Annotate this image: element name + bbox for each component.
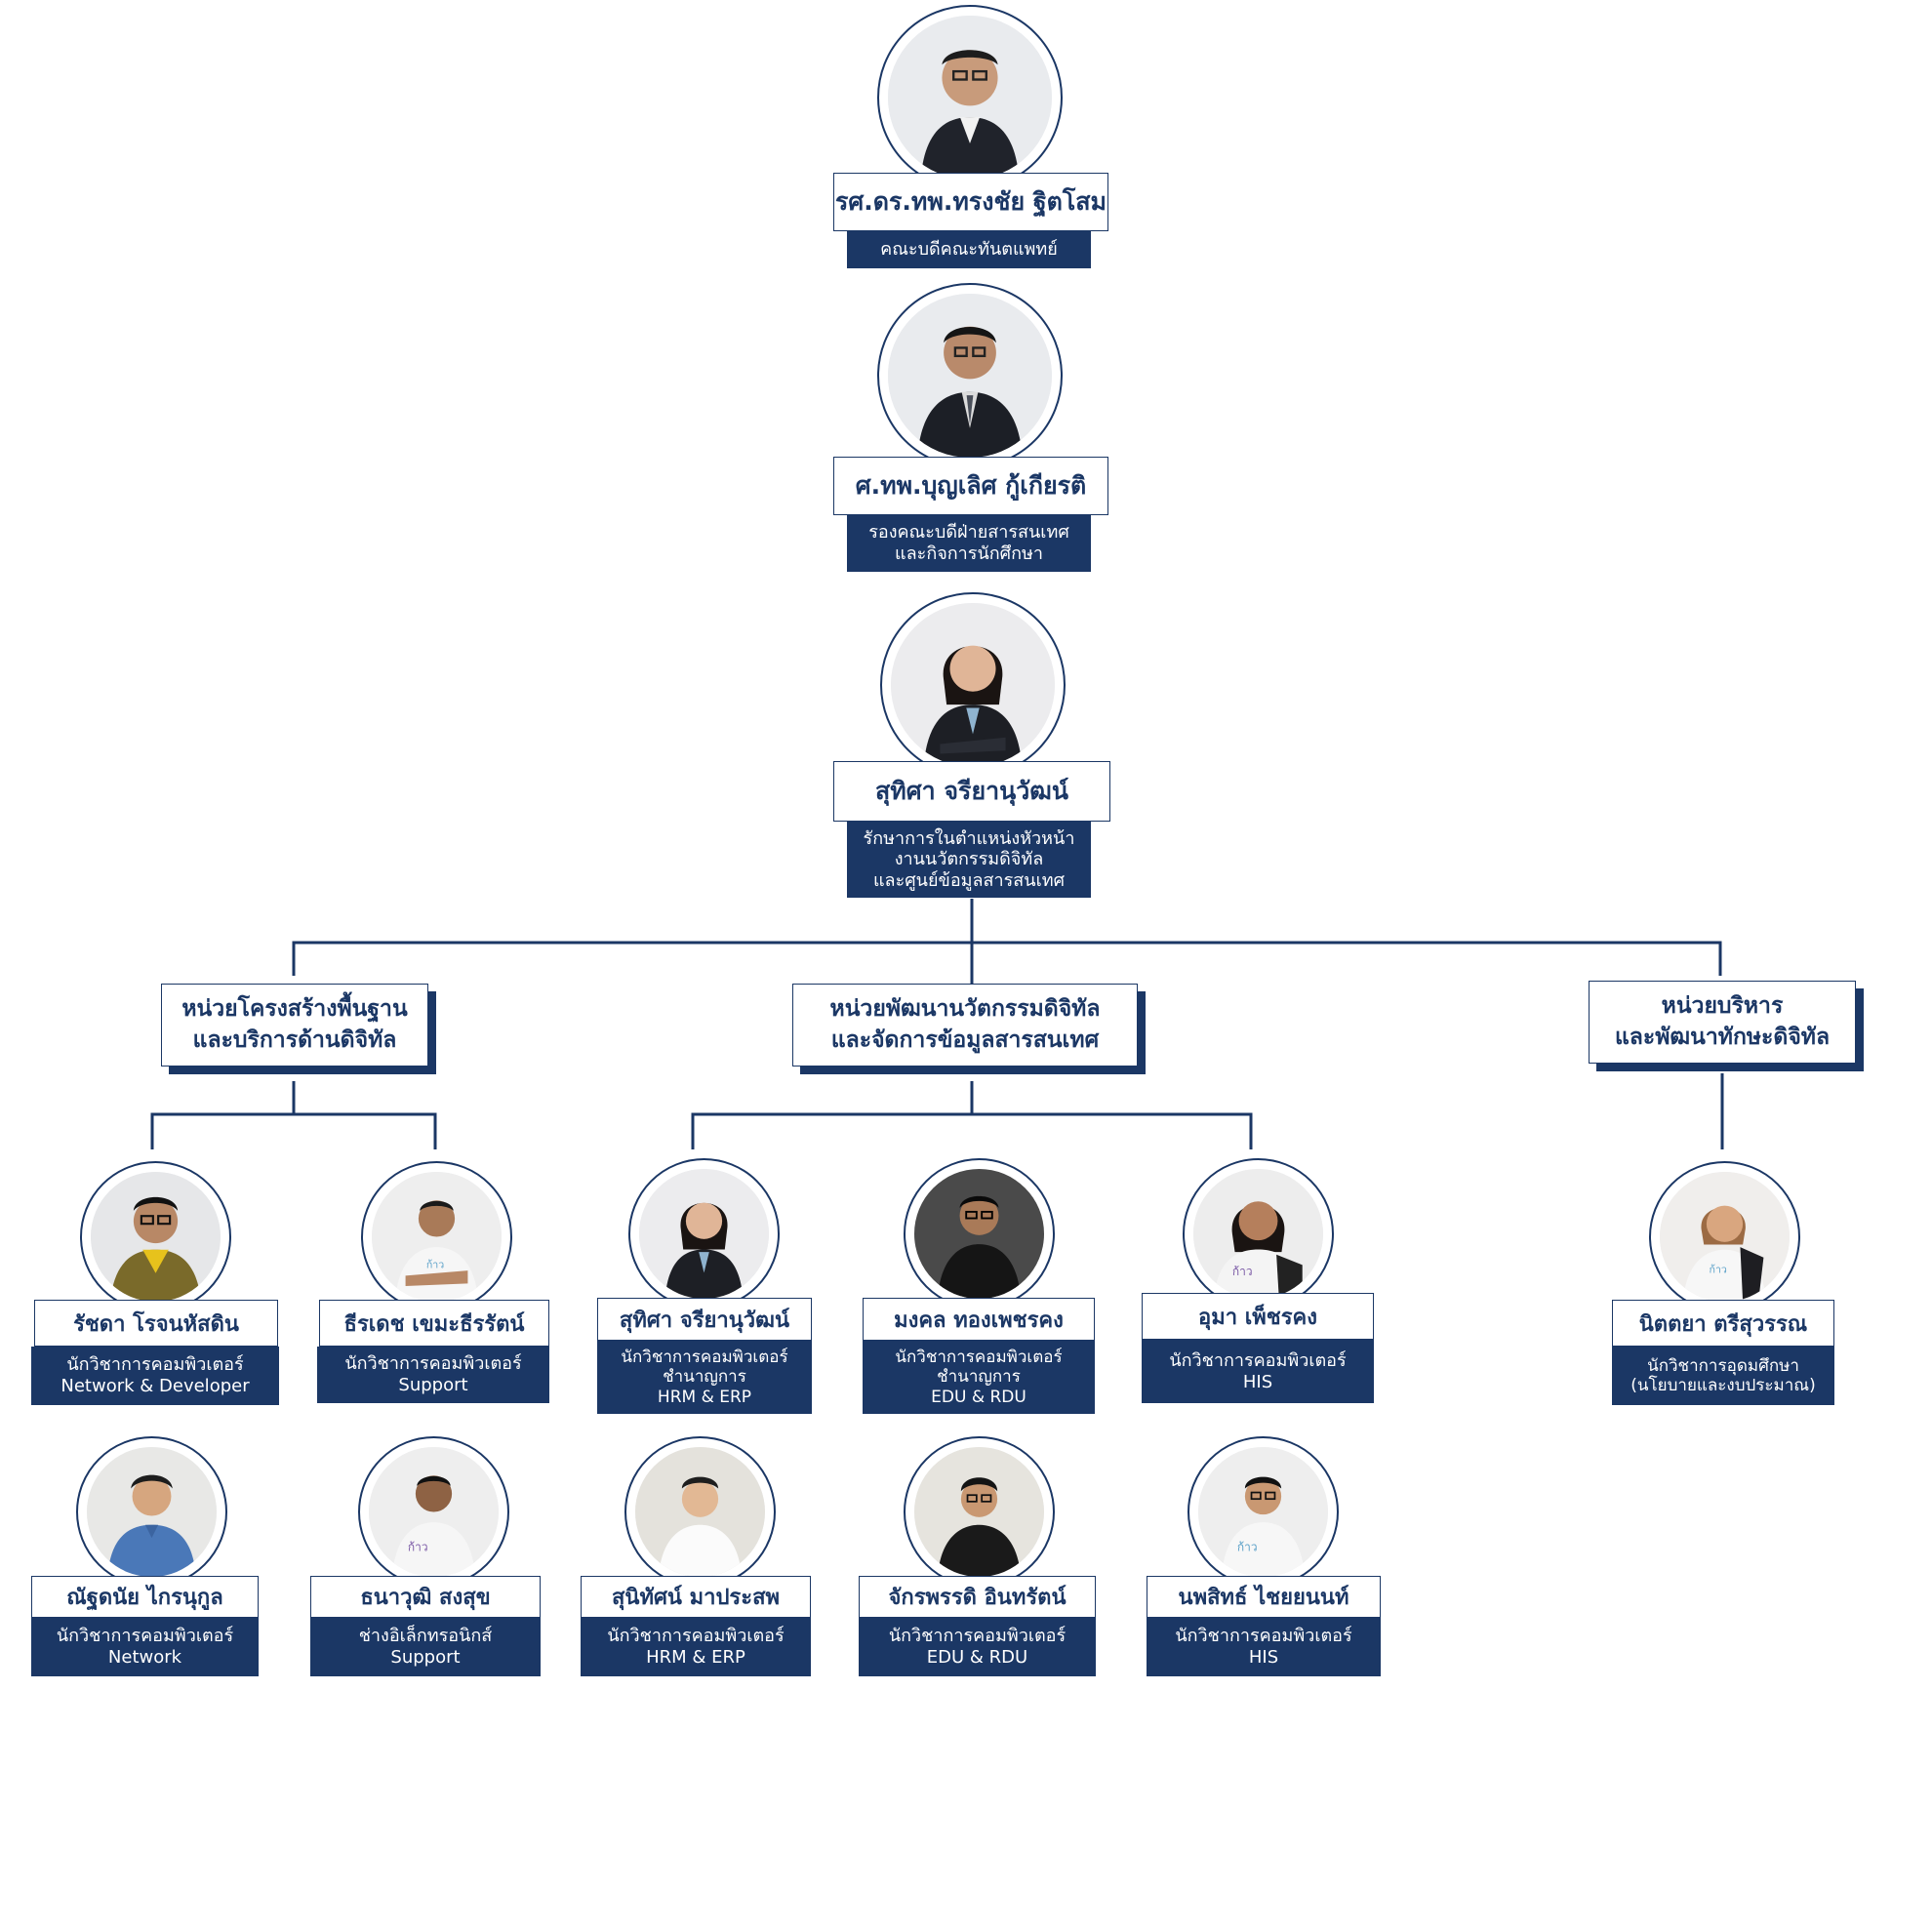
person-photo-icon: ก้าว: [1198, 1447, 1328, 1577]
staff-card: มงคล ทองเพชรคง นักวิชาการคอมพิวเตอร์ชำนา…: [863, 1156, 1097, 1418]
staff-card: จักรพรรดิ อินทรัตน์ นักวิชาการคอมพิวเตอร…: [859, 1434, 1098, 1688]
leader-dean: รศ.ดร.ทพ.ทรงชัย ฐิตโสม คณะบดีคณะทันตแพทย…: [829, 0, 1112, 273]
leader-head: สุทิศา จรียานุวัฒน์ รักษาการในตำแหน่งหัว…: [829, 590, 1112, 898]
person-photo-icon: [888, 294, 1052, 458]
unit-title-line: หน่วยโครงสร้างพื้นฐาน: [181, 996, 408, 1023]
leader-role: รองคณะบดีฝ่ายสารสนเทศและกิจการนักศึกษา: [847, 515, 1091, 572]
staff-role: นักวิชาการอุดมศึกษา(นโยบายและงบประมาณ): [1612, 1347, 1834, 1405]
unit-infrastructure: หน่วยโครงสร้างพื้นฐาน และบริการด้านดิจิท…: [161, 984, 439, 1076]
unit-title-line: หน่วยบริหาร: [1661, 993, 1784, 1020]
person-photo: [877, 283, 1063, 468]
person-photo-icon: ก้าว: [369, 1447, 499, 1577]
staff-name: จักรพรรดิ อินทรัตน์: [859, 1576, 1096, 1618]
leader-vice-dean: ศ.ทพ.บุญเลิศ กู้เกียรติ รองคณะบดีฝ่ายสาร…: [829, 281, 1112, 574]
unit-title-line: และบริการด้านดิจิทัล: [192, 1026, 397, 1053]
staff-card: ก้าว อุมา เพ็ชรคง นักวิชาการคอมพิวเตอร์H…: [1142, 1156, 1376, 1418]
staff-role: ช่างอิเล็กทรอนิกส์Support: [310, 1618, 541, 1676]
staff-role: นักวิชาการคอมพิวเตอร์HIS: [1142, 1340, 1374, 1403]
staff-role: นักวิชาการคอมพิวเตอร์Network & Developer: [31, 1347, 279, 1405]
svg-text:ก้าว: ก้าว: [426, 1258, 444, 1270]
staff-role: นักวิชาการคอมพิวเตอร์HIS: [1147, 1618, 1381, 1676]
leader-name: สุทิศา จรียานุวัฒน์: [833, 761, 1110, 822]
leader-role: รักษาการในตำแหน่งหัวหน้างานนวัตกรรมดิจิท…: [847, 822, 1091, 898]
staff-card: ก้าว ธนาวุฒิ สงสุข ช่างอิเล็กทรอนิกส์Sup…: [310, 1434, 544, 1688]
person-photo: [904, 1158, 1055, 1309]
person-photo-icon: [914, 1169, 1044, 1299]
unit-digital-skills: หน่วยบริหาร และพัฒนาทักษะดิจิทัล: [1589, 981, 1867, 1073]
staff-card: ก้าว นิตตยา ตรีสุวรรณ นักวิชาการอุดมศึกษ…: [1612, 1159, 1836, 1415]
unit-innovation: หน่วยพัฒนานวัตกรรมดิจิทัล และจัดการข้อมู…: [792, 984, 1148, 1076]
svg-text:ก้าว: ก้าว: [1237, 1540, 1258, 1553]
person-photo: [880, 592, 1066, 778]
person-photo-icon: [914, 1447, 1044, 1577]
person-photo-icon: [891, 603, 1055, 767]
unit-title-line: และพัฒนาทักษะดิจิทัล: [1614, 1024, 1831, 1050]
person-photo: [80, 1161, 231, 1312]
staff-name: ธนาวุฒิ สงสุข: [310, 1576, 541, 1618]
person-photo-icon: ก้าว: [1193, 1169, 1323, 1299]
svg-text:ก้าว: ก้าว: [408, 1540, 428, 1553]
staff-name: สุทิศา จรียานุวัฒน์: [597, 1298, 812, 1341]
person-photo: [76, 1436, 227, 1588]
person-photo-icon: [87, 1447, 217, 1577]
staff-role: นักวิชาการคอมพิวเตอร์Network: [31, 1618, 259, 1676]
svg-text:ก้าว: ก้าว: [1232, 1265, 1253, 1278]
person-photo-icon: ก้าว: [1660, 1172, 1790, 1302]
staff-card: ก้าว นพสิทธ์ ไชยยนนท์ นักวิชาการคอมพิวเต…: [1147, 1434, 1386, 1688]
unit-title-line: และจัดการข้อมูลสารสนเทศ: [830, 1026, 1100, 1053]
staff-name: อุมา เพ็ชรคง: [1142, 1293, 1374, 1340]
person-photo: ก้าว: [1187, 1436, 1339, 1588]
person-photo: ก้าว: [361, 1161, 512, 1312]
staff-name: มงคล ทองเพชรคง: [863, 1298, 1095, 1341]
staff-role: นักวิชาการคอมพิวเตอร์EDU & RDU: [859, 1618, 1096, 1676]
staff-card: สุนิทัศน์ มาประสพ นักวิชาการคอมพิวเตอร์H…: [581, 1434, 815, 1688]
staff-card: สุทิศา จรียานุวัฒน์ นักวิชาการคอมพิวเตอร…: [597, 1156, 814, 1418]
staff-name: ณัฐดนัย ไกรนุกูล: [31, 1576, 259, 1618]
staff-card: รัชดา โรจนหัสดิน นักวิชาการคอมพิวเตอร์Ne…: [31, 1159, 280, 1413]
person-photo: ก้าว: [358, 1436, 509, 1588]
person-photo-icon: [888, 16, 1052, 180]
person-photo: [624, 1436, 776, 1588]
person-photo-icon: [635, 1447, 765, 1577]
staff-role: นักวิชาการคอมพิวเตอร์HRM & ERP: [581, 1618, 811, 1676]
person-photo: ก้าว: [1649, 1161, 1800, 1312]
person-photo: [877, 5, 1063, 190]
staff-name: สุนิทัศน์ มาประสพ: [581, 1576, 811, 1618]
person-photo-icon: [639, 1169, 769, 1299]
leader-role: คณะบดีคณะทันตแพทย์: [847, 231, 1091, 268]
staff-name: รัชดา โรจนหัสดิน: [34, 1300, 278, 1347]
unit-title-line: หน่วยพัฒนานวัตกรรมดิจิทัล: [829, 996, 1101, 1023]
staff-card: ณัฐดนัย ไกรนุกูล นักวิชาการคอมพิวเตอร์Ne…: [31, 1434, 261, 1688]
staff-name: นพสิทธ์ ไชยยนนท์: [1147, 1576, 1381, 1618]
person-photo-icon: [91, 1172, 221, 1302]
staff-name: นิตตยา ตรีสุวรรณ: [1612, 1300, 1834, 1347]
person-photo: ก้าว: [1183, 1158, 1334, 1309]
svg-text:ก้าว: ก้าว: [1710, 1264, 1727, 1276]
person-photo: [904, 1436, 1055, 1588]
leader-name: รศ.ดร.ทพ.ทรงชัย ฐิตโสม: [833, 173, 1108, 231]
staff-role: นักวิชาการคอมพิวเตอร์Support: [317, 1347, 549, 1403]
leader-name: ศ.ทพ.บุญเลิศ กู้เกียรติ: [833, 457, 1108, 515]
person-photo: [628, 1158, 780, 1309]
person-photo-icon: ก้าว: [372, 1172, 502, 1302]
staff-name: ธีรเดช เขมะธีรรัตน์: [319, 1300, 549, 1347]
staff-card: ก้าว ธีรเดช เขมะธีรรัตน์ นักวิชาการคอมพิ…: [317, 1159, 551, 1413]
